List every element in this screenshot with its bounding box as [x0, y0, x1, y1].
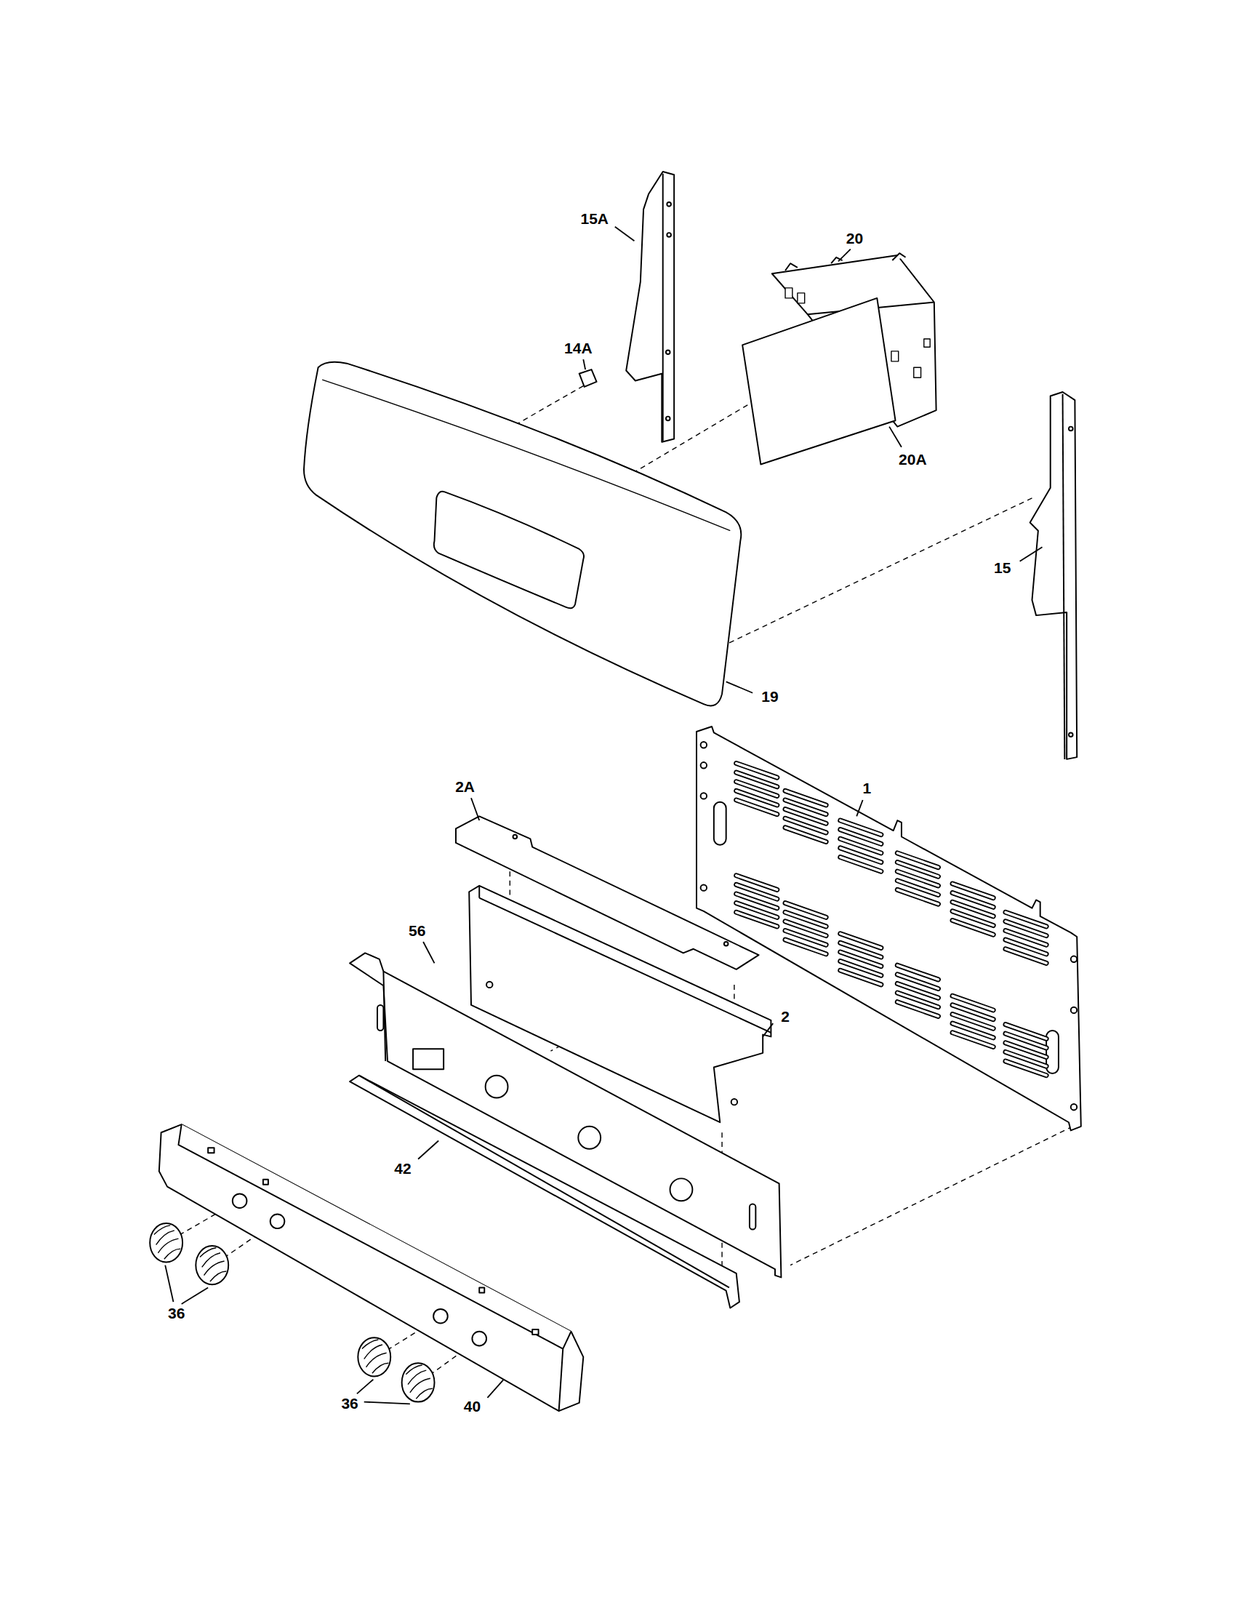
callout-number: 20A — [898, 451, 927, 467]
callout-number: 19 — [761, 687, 778, 704]
callout-number: 15 — [993, 559, 1011, 575]
callout-number: 36 — [167, 1305, 185, 1321]
callout-number: 14A — [564, 340, 593, 356]
callout-number: 15A — [580, 210, 609, 227]
callout-number: 1 — [862, 779, 872, 795]
callout-number: 56 — [408, 922, 426, 938]
callout-number: 20 — [846, 229, 864, 246]
callout-number: 42 — [394, 1160, 411, 1176]
callout-number: 2 — [780, 1008, 790, 1024]
callout-number: 2A — [455, 778, 475, 794]
callout-number: 36 — [340, 1394, 358, 1410]
callout-number: 40 — [463, 1397, 481, 1413]
